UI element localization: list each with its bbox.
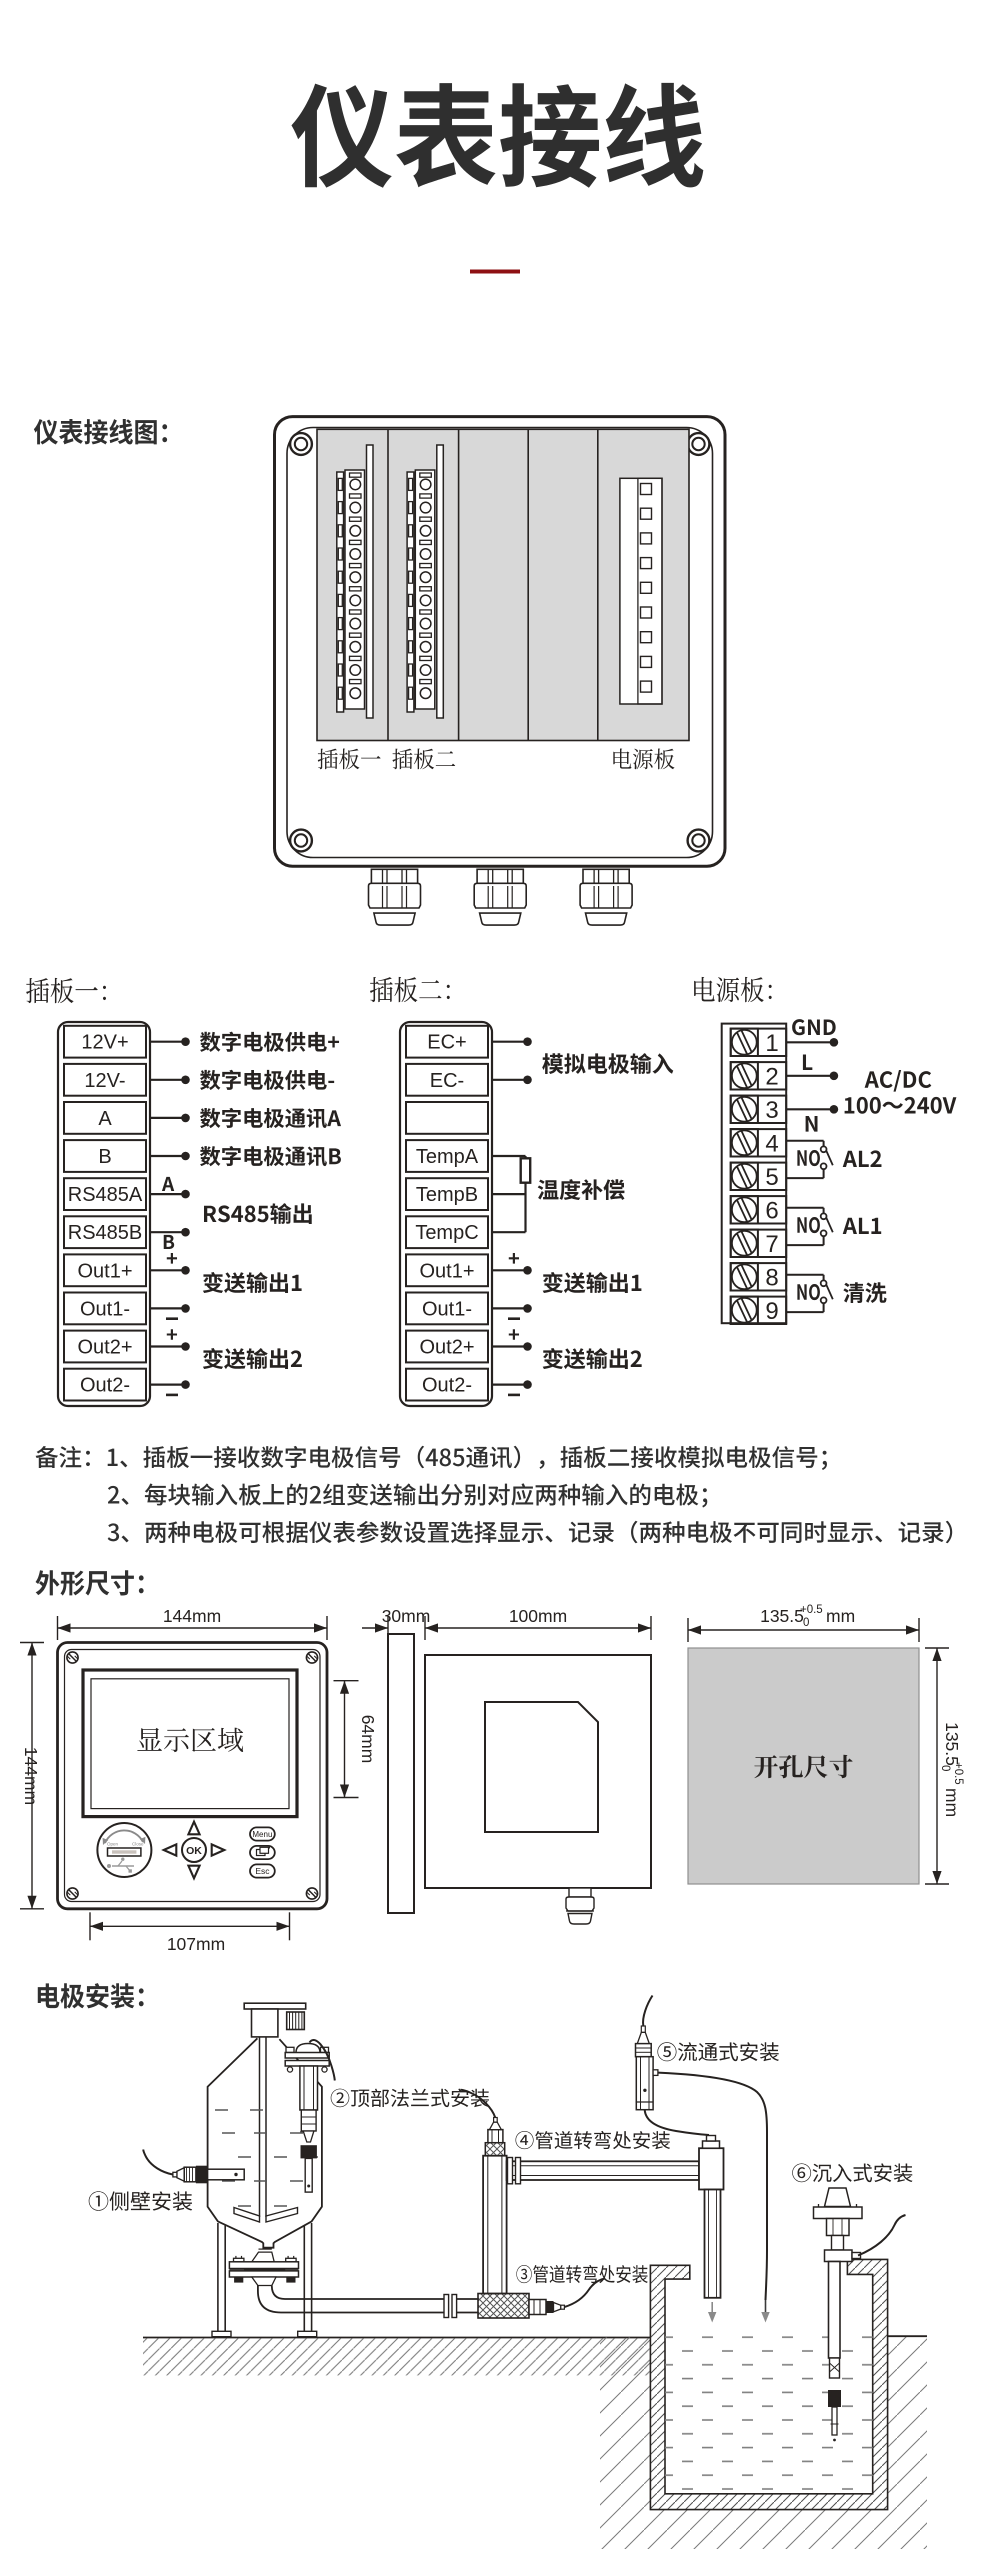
svg-text:107mm: 107mm <box>167 1934 225 1954</box>
svg-text:mm: mm <box>826 1606 855 1626</box>
svg-text:Out1-: Out1- <box>80 1298 130 1320</box>
svg-text:Esc: Esc <box>255 1866 270 1876</box>
svg-text:EC+: EC+ <box>427 1032 466 1054</box>
svg-text:Out2-: Out2- <box>422 1375 472 1397</box>
svg-text:144mm: 144mm <box>163 1606 221 1626</box>
svg-text:Close: Close <box>132 1842 144 1847</box>
svg-text:TempC: TempC <box>415 1222 478 1244</box>
svg-text:Menu: Menu <box>252 1830 272 1839</box>
svg-text:OK: OK <box>186 1845 202 1857</box>
svg-text:TempB: TempB <box>416 1184 478 1206</box>
svg-text:+0.5: +0.5 <box>952 1762 964 1785</box>
svg-text:4: 4 <box>765 1130 778 1157</box>
svg-text:+0.5: +0.5 <box>800 1604 823 1616</box>
svg-text:RS485A: RS485A <box>68 1184 143 1206</box>
svg-text:100mm: 100mm <box>509 1606 567 1626</box>
svg-text:12V-: 12V- <box>84 1070 125 1092</box>
svg-text:0: 0 <box>803 1617 809 1629</box>
svg-text:144mm: 144mm <box>21 1747 41 1805</box>
svg-text:9: 9 <box>765 1298 778 1325</box>
svg-text:1: 1 <box>765 1030 778 1057</box>
svg-text:Open: Open <box>107 1842 119 1847</box>
svg-text:EC-: EC- <box>430 1070 464 1092</box>
svg-text:135.5: 135.5 <box>760 1606 804 1626</box>
svg-text:2: 2 <box>765 1063 778 1090</box>
svg-text:TempA: TempA <box>416 1146 479 1168</box>
svg-text:6: 6 <box>765 1197 778 1224</box>
svg-text:RS485B: RS485B <box>68 1222 143 1244</box>
svg-text:8: 8 <box>765 1264 778 1291</box>
svg-text:135.5: 135.5 <box>942 1722 962 1766</box>
svg-text:Out1+: Out1+ <box>419 1260 474 1282</box>
svg-text:64mm: 64mm <box>358 1715 378 1764</box>
svg-text:12V+: 12V+ <box>81 1032 128 1054</box>
svg-text:Out1+: Out1+ <box>77 1260 132 1282</box>
svg-text:Out2+: Out2+ <box>77 1337 132 1359</box>
svg-text:Out2+: Out2+ <box>419 1337 474 1359</box>
svg-text:A: A <box>98 1108 112 1130</box>
svg-text:7: 7 <box>765 1231 778 1258</box>
svg-text:mm: mm <box>942 1788 962 1817</box>
svg-text:0: 0 <box>939 1765 951 1771</box>
svg-text:3: 3 <box>765 1097 778 1124</box>
svg-text:30mm: 30mm <box>382 1606 431 1626</box>
svg-text:5: 5 <box>765 1164 778 1191</box>
svg-text:Out1-: Out1- <box>422 1298 472 1320</box>
svg-text:B: B <box>98 1146 111 1168</box>
svg-text:Out2-: Out2- <box>80 1375 130 1397</box>
